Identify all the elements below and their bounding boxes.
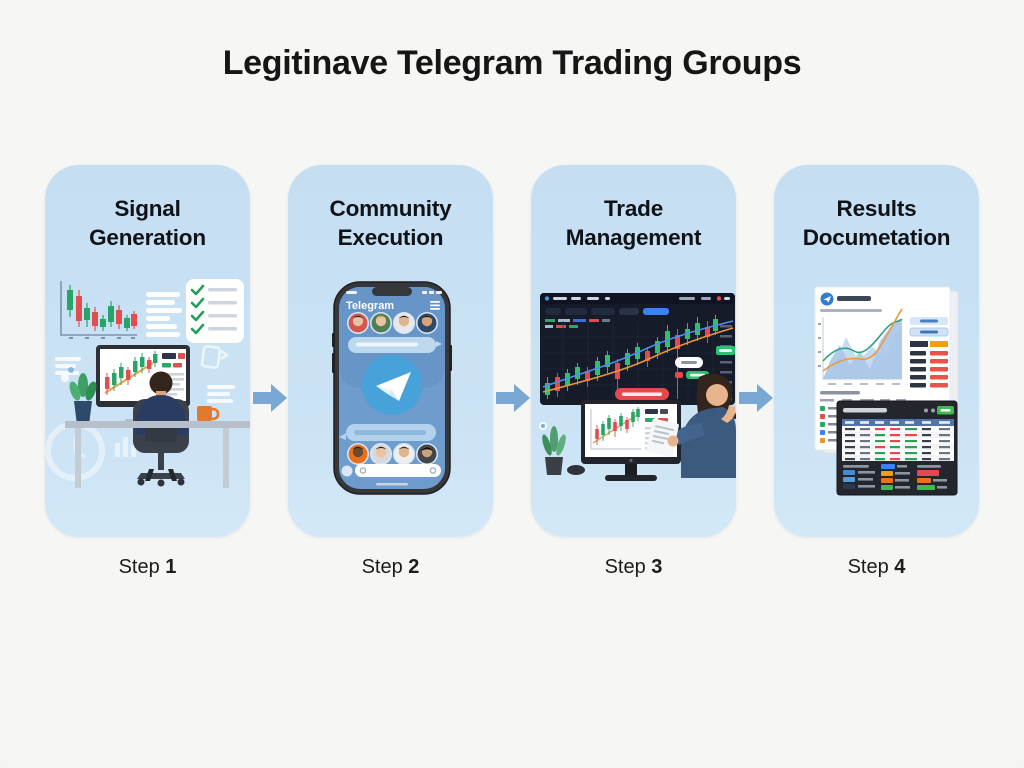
step-label-3: Step 3 <box>531 556 736 579</box>
report-panel <box>836 400 958 496</box>
step-card-trade-management: Trade Management <box>531 165 736 537</box>
step-word: Step <box>604 556 646 578</box>
results-table <box>842 419 954 461</box>
hamburger-menu-icon <box>430 301 440 310</box>
card-title: Community Execution <box>288 195 493 253</box>
step-number: 2 <box>408 556 420 578</box>
card-title-line2: Documetation <box>802 224 951 250</box>
step-word: Step <box>118 556 160 578</box>
step-label-1: Step 1 <box>45 556 250 579</box>
telegram-logo-icon <box>362 355 422 415</box>
avatar <box>370 443 392 465</box>
step-card-signal-generation: Signal Generation <box>45 165 250 537</box>
dashboard-tabs <box>545 308 669 315</box>
telegram-phone-illustration: Telegram <box>332 281 452 495</box>
panel-legend <box>843 464 947 490</box>
card-title-line1: Results <box>836 196 917 221</box>
avatar <box>416 443 438 465</box>
step-label-2: Step 2 <box>288 556 493 579</box>
avatar <box>416 312 438 334</box>
report-side-column <box>909 317 949 388</box>
avatar <box>393 312 415 334</box>
moving-average-orange <box>542 327 734 393</box>
monitor <box>581 400 681 481</box>
trade-management-illustration <box>539 293 736 481</box>
bar-chart-icon <box>115 437 136 457</box>
report-table <box>820 391 906 443</box>
signal-generation-illustration <box>45 279 250 488</box>
message-input-bar <box>341 464 441 486</box>
device-outline-icon <box>200 345 230 369</box>
step-card-community-execution: Community Execution Telegram <box>288 165 493 537</box>
card-title-line2: Generation <box>89 224 206 250</box>
card-title-line2: Execution <box>337 224 444 250</box>
results-report-illustration <box>814 286 959 496</box>
coffee-mug <box>197 406 220 421</box>
text-lines-right <box>207 385 235 403</box>
telegram-header: Telegram <box>346 300 440 312</box>
step-label-4: Step 4 <box>774 556 979 579</box>
ticker-row <box>545 319 610 328</box>
chair-base <box>137 428 185 487</box>
card-title: Signal Generation <box>45 195 250 253</box>
avatar-row-top <box>347 312 438 334</box>
avatar-row-bottom <box>347 443 438 465</box>
arrow-right-icon <box>253 384 287 412</box>
step-word: Step <box>361 556 403 578</box>
avatar <box>393 443 415 465</box>
alert-badge <box>615 388 669 400</box>
text-lines-left <box>55 357 81 375</box>
chat-bubble <box>348 337 442 353</box>
status-bar <box>346 291 442 294</box>
plant <box>539 422 566 475</box>
plant <box>61 367 97 421</box>
moving-average-blue <box>542 320 734 388</box>
card-title-line1: Signal <box>114 196 181 221</box>
desk <box>65 421 250 488</box>
candlestick-chart-icon <box>60 281 137 339</box>
step-word: Step <box>847 556 889 578</box>
avatar <box>347 312 369 334</box>
search-icon <box>359 467 367 474</box>
card-title-line1: Trade <box>603 196 664 221</box>
step-number: 4 <box>894 556 906 578</box>
card-title-line1: Community <box>329 196 452 221</box>
text-lines-icon <box>146 292 182 337</box>
analyst-person <box>646 373 736 478</box>
home-indicator <box>376 483 408 486</box>
export-button <box>937 406 954 415</box>
card-title: Results Documetation <box>774 195 979 253</box>
trading-dashboard <box>540 293 735 405</box>
card-title-line2: Management <box>565 224 702 250</box>
computer-mouse <box>567 465 585 475</box>
chat-bubble <box>339 424 436 441</box>
step-card-results-documentation: Results Documetation <box>774 165 979 537</box>
price-tag-green <box>716 346 735 355</box>
step-number: 1 <box>165 556 177 578</box>
telegram-app-name: Telegram <box>346 300 394 312</box>
performance-area-chart <box>818 308 903 385</box>
avatar <box>347 443 369 465</box>
step-number: 3 <box>651 556 663 578</box>
price-callout <box>675 357 709 379</box>
arrow-right-icon <box>739 384 773 412</box>
page-title: Legitinave Telegram Trading Groups <box>222 44 802 82</box>
card-title: Trade Management <box>531 195 736 253</box>
arrow-right-icon <box>496 384 530 412</box>
avatar <box>370 312 392 334</box>
checklist-icon <box>186 279 244 343</box>
